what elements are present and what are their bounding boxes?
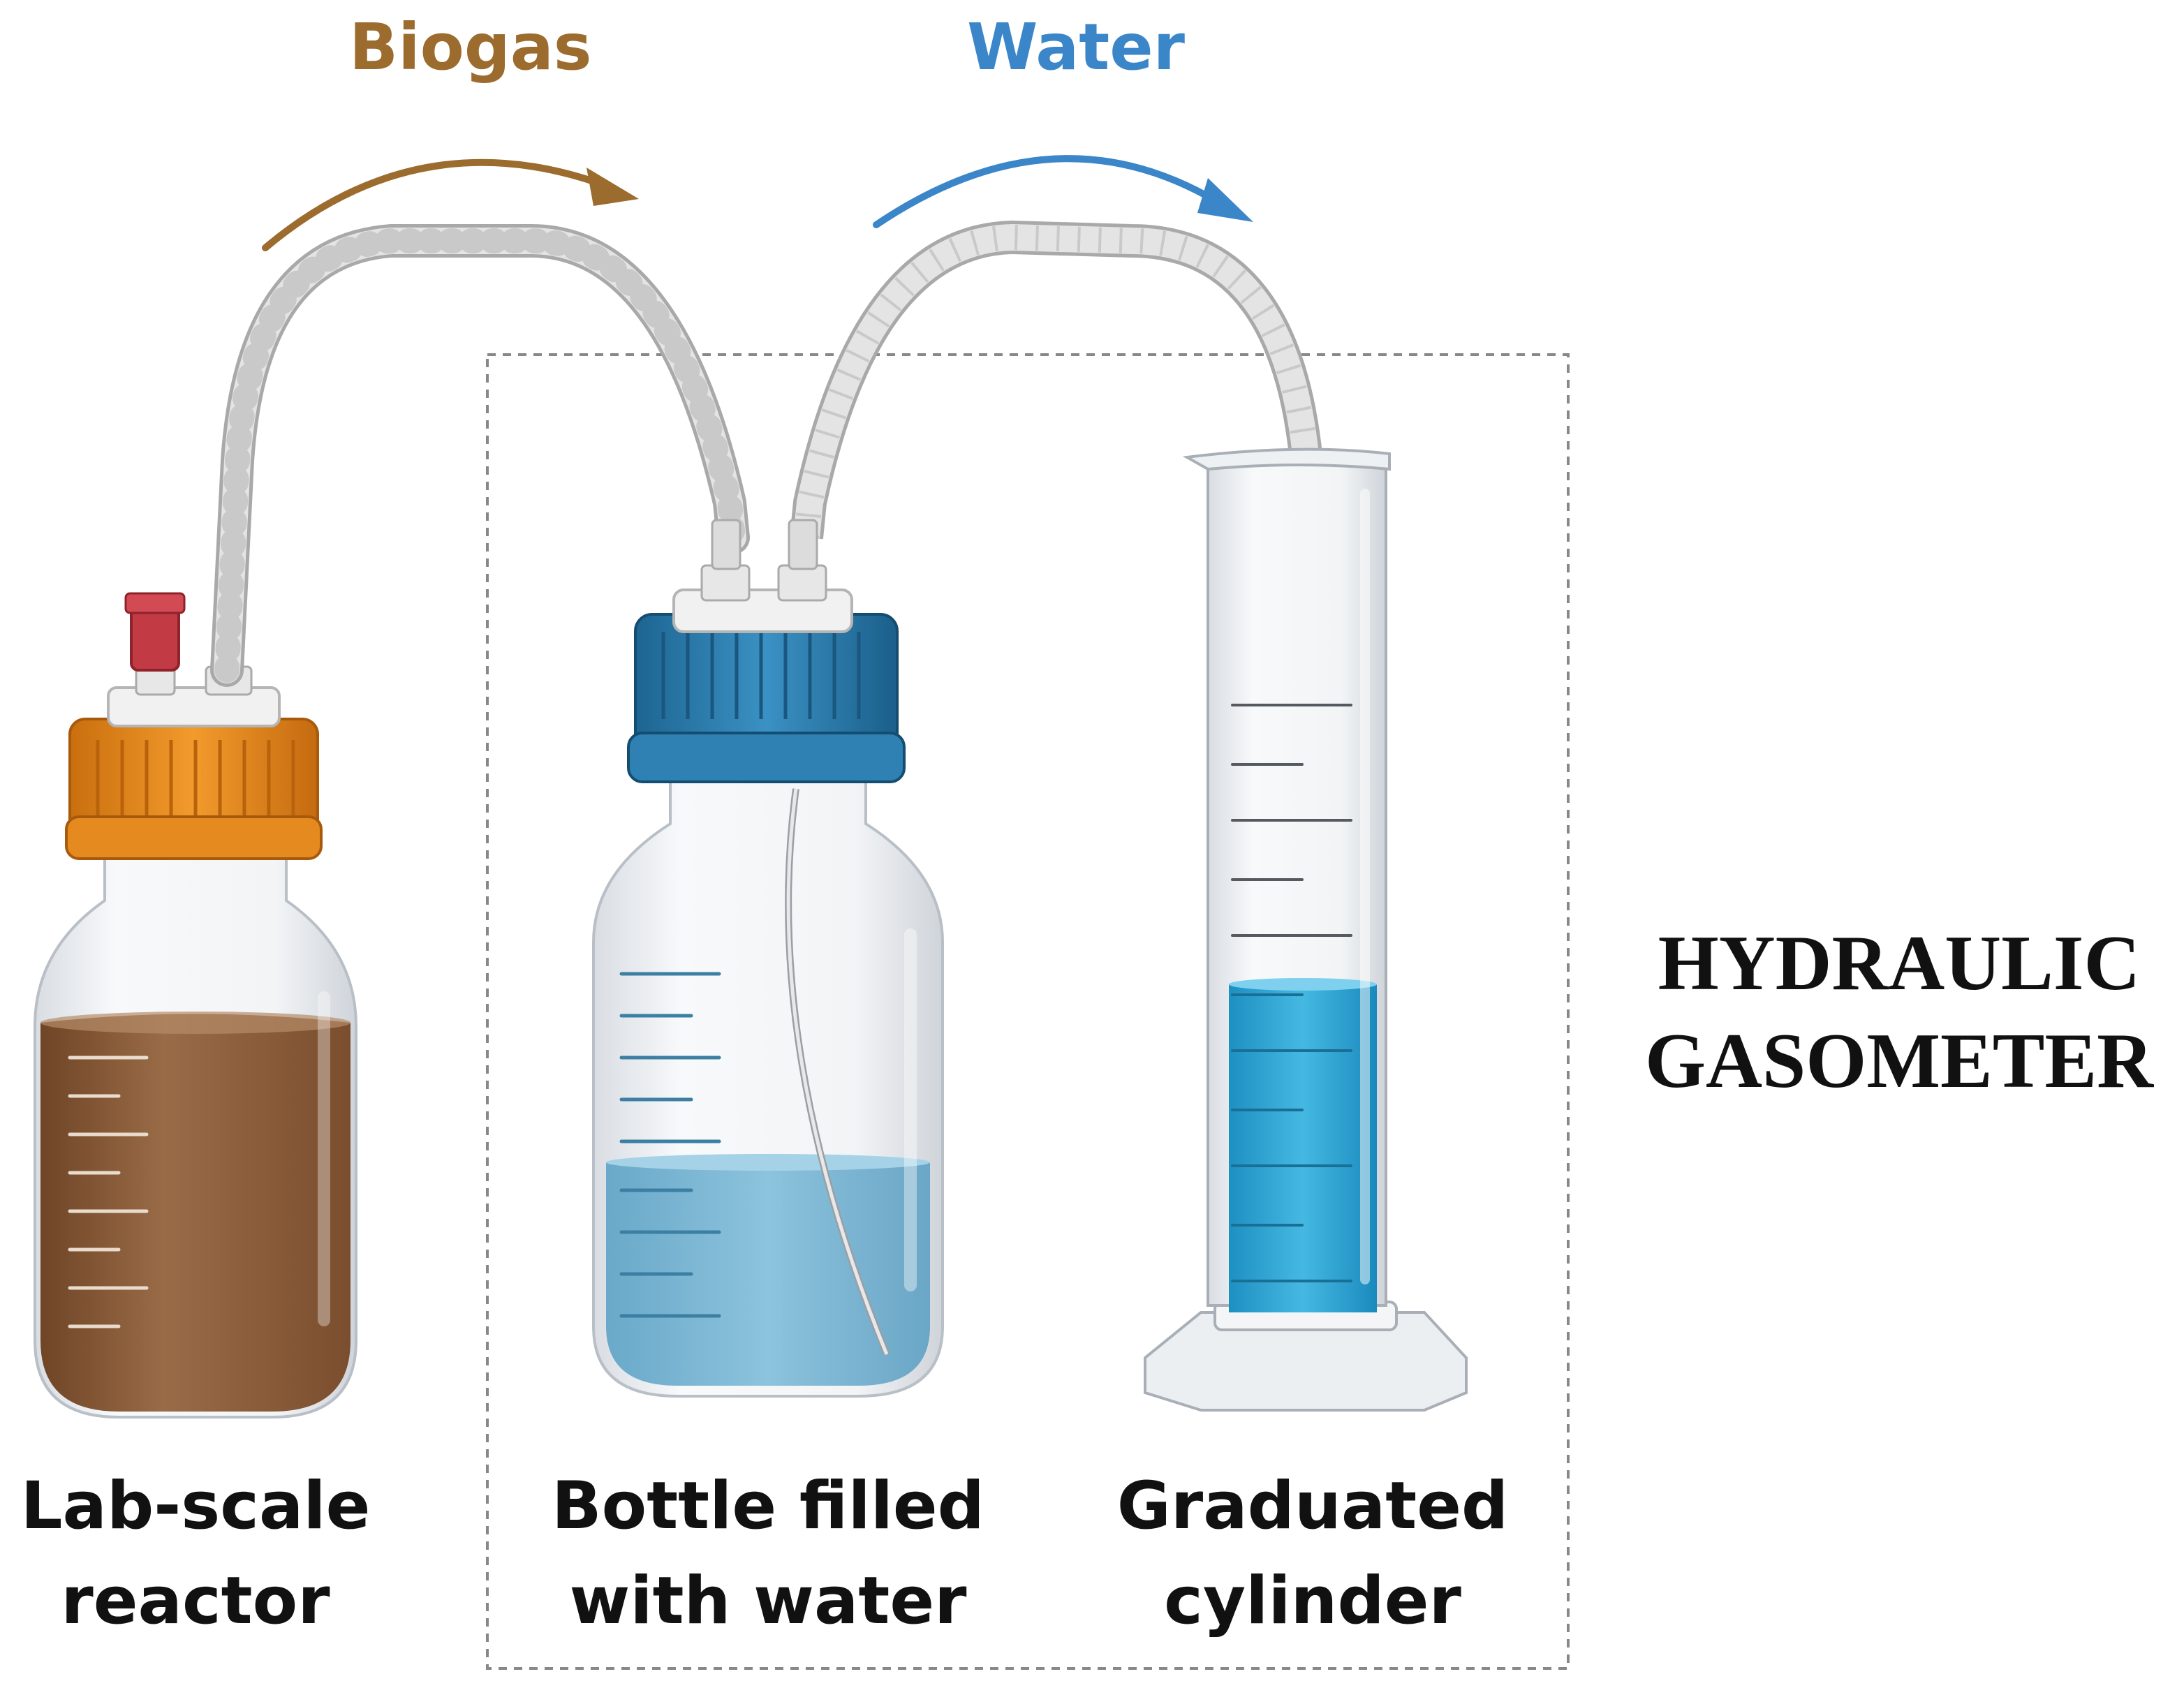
water-bottle [592, 519, 944, 1398]
bottle-label-line2: with water [569, 1563, 967, 1639]
reactor-label: Lab-scale reactor [0, 1459, 391, 1649]
gasometer-boundary [486, 353, 1570, 1670]
cylinder-label-line2: cylinder [1164, 1563, 1461, 1639]
bottle-label: Bottle filled with water [545, 1459, 991, 1649]
hydraulic-gasometer-title: HYDRAULIC GASOMETER [1627, 914, 2171, 1110]
water-label: Water [967, 10, 1186, 84]
reactor-bottle [34, 592, 357, 1419]
water-arrow [873, 155, 1253, 228]
cylinder-water [1229, 984, 1377, 1312]
bottle-water [606, 1162, 930, 1386]
graduated-cylinder [1144, 447, 1468, 1412]
reactor-label-line2: reactor [61, 1563, 330, 1639]
biogas-arrow [262, 158, 639, 251]
biogas-label: Biogas [349, 10, 592, 84]
title-line2: GASOMETER [1644, 1018, 2154, 1104]
reactor-liquid [40, 1014, 351, 1412]
water-tube [790, 220, 1329, 581]
title-line1: HYDRAULIC [1658, 920, 2141, 1007]
cylinder-label: Graduated cylinder [1096, 1459, 1529, 1649]
bottle-label-line1: Bottle filled [552, 1468, 984, 1544]
cylinder-label-line1: Graduated [1116, 1468, 1509, 1544]
gas-tube [210, 224, 750, 687]
reactor-label-line1: Lab-scale [20, 1468, 371, 1544]
